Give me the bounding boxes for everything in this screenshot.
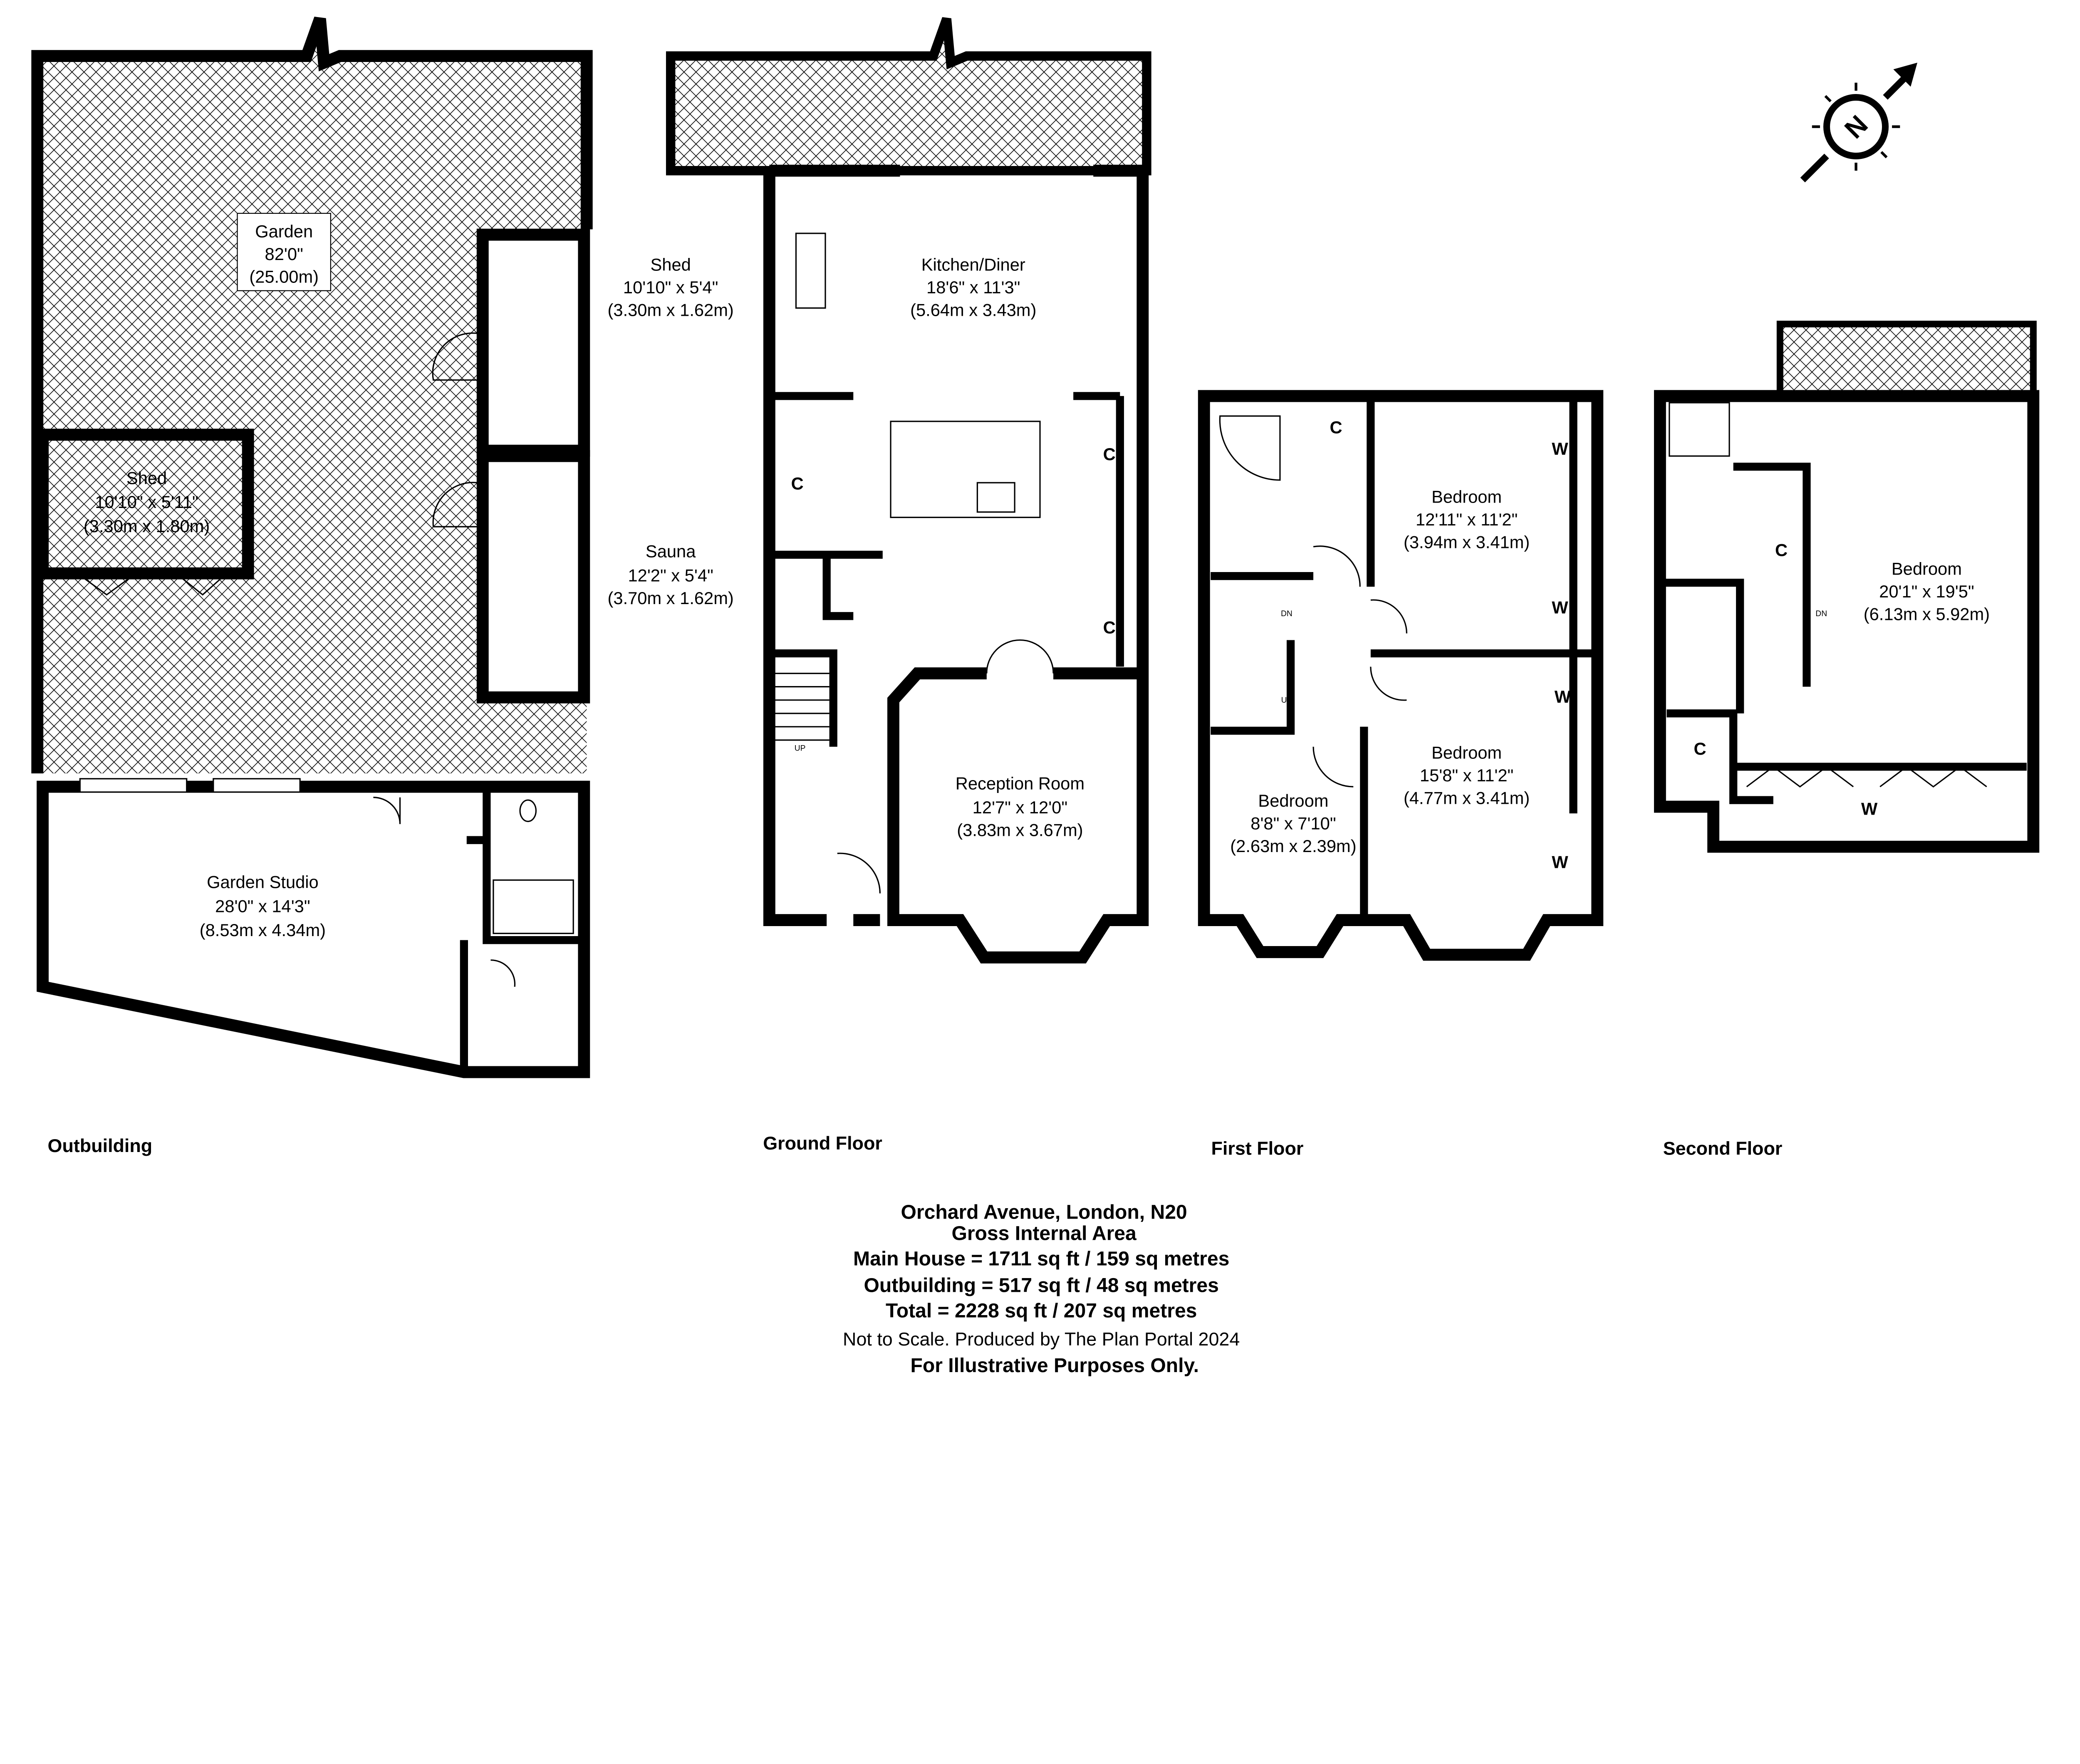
studio-dim: 28'0" x 14'3"	[215, 896, 310, 916]
ground-internal-walls	[769, 392, 1124, 747]
bedroom-3-dim: 8'8" x 7'10"	[1250, 814, 1336, 833]
wardrobe-label: W	[1552, 597, 1568, 617]
shed-right-metric: (3.30m x 1.62m)	[608, 300, 734, 320]
stairs-up-label: UP	[795, 744, 806, 753]
bedroom-1-metric: (3.94m x 3.41m)	[1404, 532, 1530, 552]
garden-dim: 82'0"	[265, 244, 303, 264]
cupboard-label: C	[1694, 739, 1706, 758]
outbuilding-plan: Garden 82'0" (25.00m) Shed 10'10" x 5'4"…	[31, 17, 734, 1156]
staircase	[773, 672, 830, 741]
reception-doors	[837, 639, 1054, 894]
sauna-walls	[476, 450, 590, 704]
shower-tray	[1669, 402, 1730, 457]
cupboard-label: C	[1330, 418, 1342, 437]
compass-icon: N	[1800, 62, 1917, 183]
shed-doors	[77, 332, 516, 987]
cupboard-label: C	[1103, 617, 1116, 637]
bedroom-2-metric: (4.77m x 3.41m)	[1404, 788, 1530, 808]
studio-window	[79, 778, 188, 793]
garden-label-box	[237, 213, 331, 291]
bedroom-2-dim: 15'8" x 11'2"	[1420, 766, 1513, 785]
stairs-up-label: UP	[1281, 696, 1293, 705]
sauna-name: Sauna	[646, 542, 696, 561]
sauna-dim: 12'2" x 5'4"	[628, 565, 713, 585]
garden-area	[37, 18, 587, 773]
shed-right-walls	[476, 228, 590, 457]
shed-right-dim: 10'10" x 5'4"	[623, 277, 718, 297]
first-internal-walls	[1211, 396, 1597, 920]
first-floor-plan: Bedroom 12'11" x 11'2" (3.94m x 3.41m) B…	[1198, 390, 1604, 1159]
cupboard-label: C	[1103, 444, 1116, 464]
cupboard-label: C	[791, 473, 804, 493]
main-house-area: Main House = 1711 sq ft / 159 sq metres	[853, 1248, 1229, 1270]
bedroom-3-name: Bedroom	[1258, 791, 1328, 810]
garden-boundary	[31, 17, 593, 773]
kitchen-name: Kitchen/Diner	[921, 255, 1025, 275]
toilet-icon	[519, 799, 537, 822]
wardrobe-label: W	[1555, 687, 1571, 706]
total-area: Total = 2228 sq ft / 207 sq metres	[886, 1300, 1197, 1322]
cupboard-label: C	[1775, 540, 1788, 560]
wardrobe-label: W	[1552, 852, 1568, 872]
shed-left-name: Shed	[126, 468, 167, 488]
kitchen-dim: 18'6" x 11'3"	[926, 277, 1020, 297]
kitchen-sink-icon	[795, 233, 826, 309]
bedroom-1-name: Bedroom	[1431, 487, 1502, 506]
gia-heading: Gross Internal Area	[951, 1222, 1137, 1245]
first-doors	[1312, 545, 1408, 788]
studio-window	[213, 778, 301, 793]
bedroom-3-metric: (2.63m x 2.39m)	[1230, 836, 1356, 856]
hob-icon	[976, 482, 1015, 513]
reception-dim: 12'7" x 12'0"	[973, 798, 1067, 817]
shed-right-name: Shed	[651, 255, 691, 275]
bath-icon	[1219, 415, 1281, 481]
floor-plan: Garden 82'0" (25.00m) Shed 10'10" x 5'4"…	[31, 17, 2040, 1377]
first-outer-walls	[1198, 390, 1604, 961]
rear-terrace	[666, 17, 1151, 176]
ground-outer-walls	[763, 164, 1149, 964]
kitchen-island	[890, 421, 1041, 518]
floor-title-second: Second Floor	[1663, 1138, 1783, 1159]
studio-metric: (8.53m x 4.34m)	[200, 920, 326, 940]
disclaimer: For Illustrative Purposes Only.	[910, 1354, 1199, 1377]
second-internal-walls	[1660, 463, 2027, 804]
wardrobe-label: W	[1861, 799, 1878, 818]
stairs-down-label: DN	[1815, 609, 1827, 618]
garden-studio-walls	[37, 780, 590, 1078]
garden-name: Garden	[255, 222, 313, 241]
garden-metric: (25.00m)	[249, 267, 319, 286]
floor-title-first: First Floor	[1211, 1138, 1304, 1159]
shed-left-dim: 10'10" x 5'11"	[95, 492, 198, 512]
bedroom-2-name: Bedroom	[1431, 743, 1502, 763]
shed-left-walls	[37, 429, 254, 580]
floor-title-ground: Ground Floor	[763, 1132, 882, 1154]
studio-name: Garden Studio	[207, 872, 319, 892]
wardrobe-label: W	[1552, 439, 1568, 458]
outbuilding-area: Outbuilding = 517 sq ft / 48 sq metres	[864, 1274, 1219, 1297]
bedroom-name: Bedroom	[1892, 559, 1962, 578]
wardrobe-doors	[1746, 766, 1987, 788]
ground-floor-plan: Kitchen/Diner 18'6" x 11'3" (5.64m x 3.4…	[666, 17, 1151, 1154]
shower-tray	[493, 879, 574, 934]
address: Orchard Avenue, London, N20	[901, 1201, 1187, 1223]
reception-name: Reception Room	[956, 773, 1085, 793]
second-outer-walls	[1654, 390, 2040, 853]
floor-title-outbuilding: Outbuilding	[48, 1135, 153, 1156]
sauna-metric: (3.70m x 1.62m)	[608, 588, 734, 608]
kitchen-metric: (5.64m x 3.43m)	[910, 300, 1036, 320]
shed-left-metric: (3.30m x 1.80m)	[84, 516, 210, 536]
stairs-down-label: DN	[1281, 609, 1293, 618]
reception-metric: (3.83m x 3.67m)	[957, 820, 1083, 840]
bedroom-metric: (6.13m x 5.92m)	[1864, 604, 1990, 624]
second-floor-plan: Bedroom 20'1" x 19'5" (6.13m x 5.92m) C …	[1654, 320, 2040, 1159]
bedroom-1-dim: 12'11" x 11'2"	[1416, 510, 1518, 529]
studio-internal-walls	[460, 787, 584, 1072]
bedroom-dim: 20'1" x 19'5"	[1879, 582, 1974, 601]
scale-note: Not to Scale. Produced by The Plan Porta…	[843, 1328, 1240, 1350]
area-summary: Orchard Avenue, London, N20 Gross Intern…	[843, 1201, 1240, 1377]
roof-terrace	[1776, 320, 2037, 397]
